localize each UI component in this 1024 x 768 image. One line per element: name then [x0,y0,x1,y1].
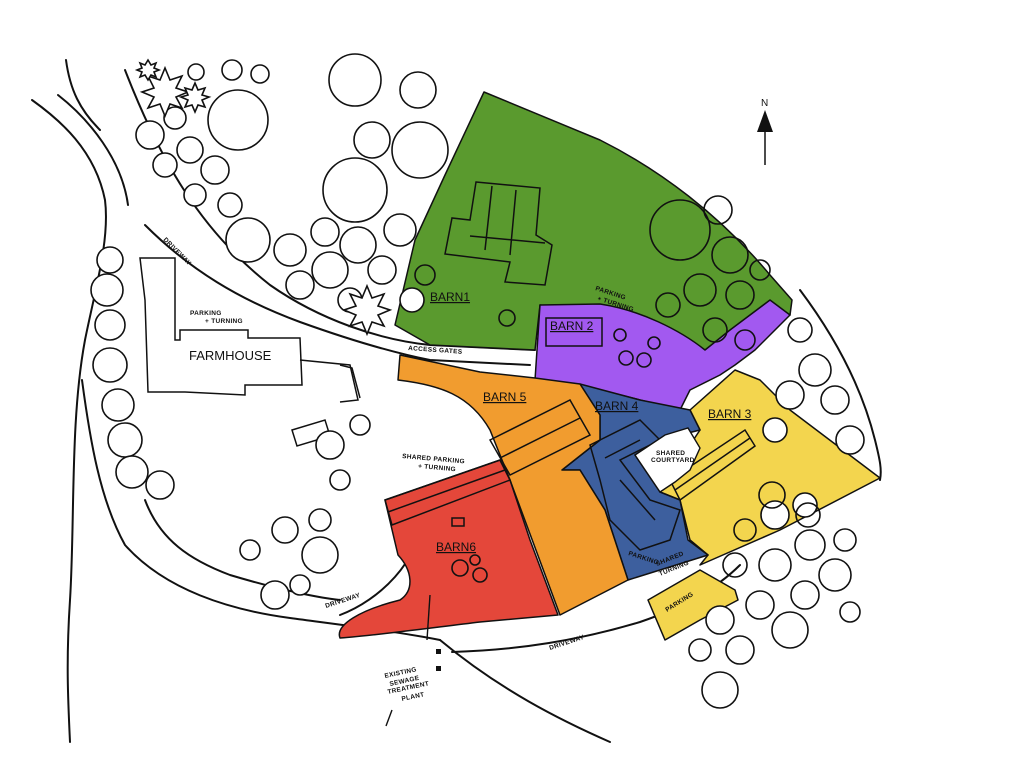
north-arrow-icon [757,110,773,132]
sewage-label-4: PLANT [401,691,425,703]
barn6-plot [338,459,559,639]
plots [338,91,881,641]
barn6-building [384,459,512,526]
north-arrow: N [757,98,773,165]
barn2-building [545,317,603,347]
shared-parking-label-2: + TURNING [418,463,456,473]
barn3-label: BARN 3 [708,407,752,421]
barn6-label: BARN6 [436,540,476,554]
driveway-bottom-label: DRIVEWAY [548,634,585,652]
farmhouse-outline [139,257,303,396]
barn4-building [589,419,681,551]
barn5-plot [397,354,629,616]
north-label: N [761,98,768,109]
sewage-marker [436,649,441,654]
barn3-building [669,428,757,502]
farmhouse-label: FARMHOUSE [189,348,272,363]
barn4-label: BARN 4 [595,399,639,413]
barn1-building [444,181,553,286]
barn2-label: BARN 2 [550,319,594,333]
parking-turning-label: PARKING [190,310,222,317]
trees [90,53,865,709]
shared-courtyard-label: SHARED [656,450,685,457]
sewage-pointer [426,594,431,641]
driveway-top-label: DRIVEWAY [162,236,193,267]
sewage-arrow [385,709,393,727]
shared-courtyard-label-2: COURTYARD [651,457,695,464]
access-gates-label: ACCESS GATES [408,345,463,356]
sewage-marker-2 [436,666,441,671]
barn5-label: BARN 5 [483,390,527,404]
barn3-parking-plot [647,569,739,641]
shared-courtyard-area [634,427,701,493]
barn1-label: BARN1 [430,290,470,304]
barn5-building [488,399,592,476]
parking-turning-label-2: + TURNING [205,318,243,325]
